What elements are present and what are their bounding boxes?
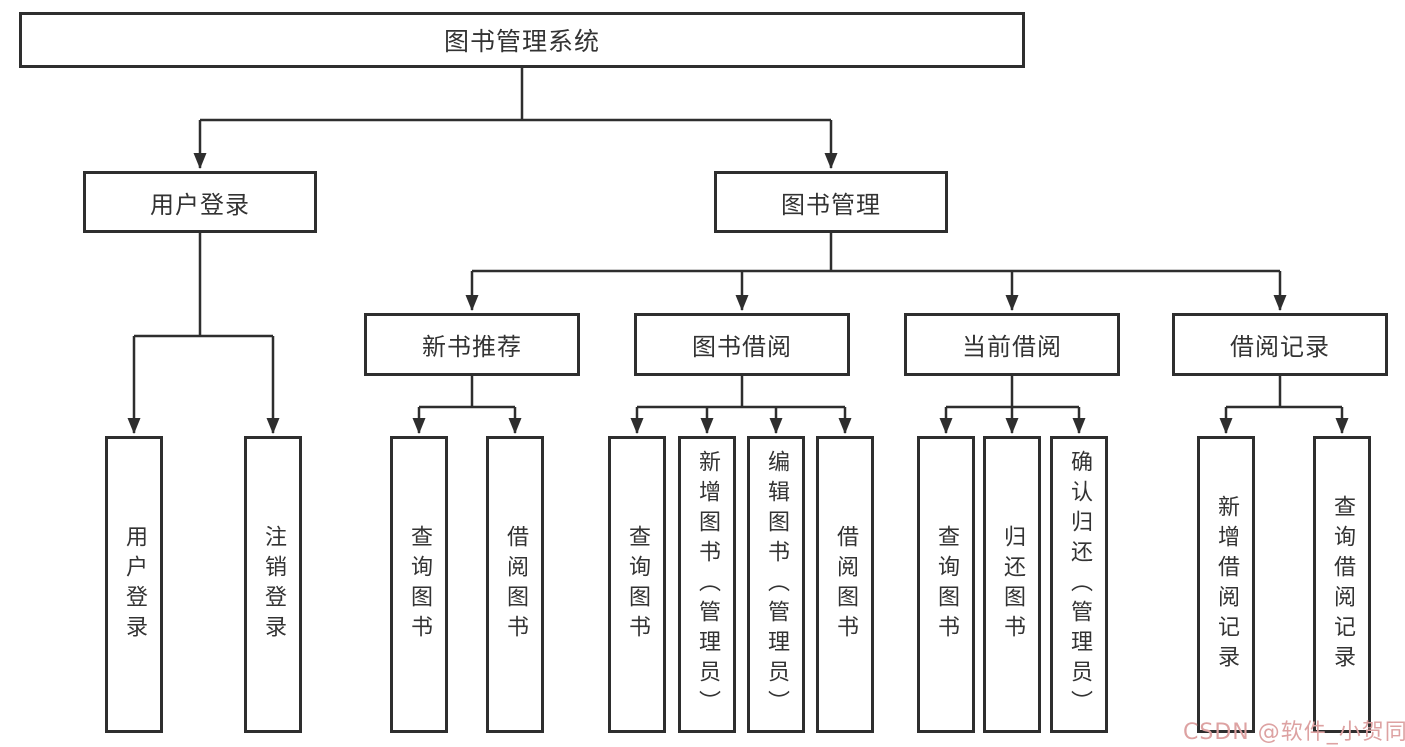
leaf-add-borrow-record: 新增借阅记录	[1197, 436, 1255, 733]
leaf-confirm-return-admin-label: 确认归还（管理员）	[1067, 449, 1092, 720]
leaf-borrow-books-recommend: 借阅图书	[486, 436, 544, 733]
node-book-management: 图书管理	[714, 171, 948, 233]
leaf-query-books-borrow-label: 查询图书	[625, 524, 650, 645]
leaf-logout-label: 注销登录	[261, 524, 286, 645]
leaf-user-login-label: 用户登录	[122, 524, 147, 645]
leaf-query-books-recommend-label: 查询图书	[407, 524, 432, 645]
leaf-confirm-return-admin: 确认归还（管理员）	[1050, 436, 1108, 733]
leaf-query-books-current: 查询图书	[917, 436, 975, 733]
leaf-borrow-books-label: 借阅图书	[833, 524, 858, 645]
leaf-query-books-recommend: 查询图书	[390, 436, 448, 733]
leaf-add-borrow-record-label: 新增借阅记录	[1214, 494, 1239, 675]
leaf-query-borrow-record-label: 查询借阅记录	[1330, 494, 1355, 675]
leaf-borrow-books-recommend-label: 借阅图书	[503, 524, 528, 645]
node-user-login: 用户登录	[83, 171, 317, 233]
leaf-query-borrow-record: 查询借阅记录	[1313, 436, 1371, 733]
leaf-query-books-current-label: 查询图书	[934, 524, 959, 645]
leaf-user-login: 用户登录	[105, 436, 163, 733]
leaf-logout: 注销登录	[244, 436, 302, 733]
leaf-edit-book-admin: 编辑图书（管理员）	[747, 436, 805, 733]
node-borrowing-records: 借阅记录	[1172, 313, 1388, 376]
watermark: CSDN @软件_小贺同学	[1183, 720, 1405, 745]
leaf-return-book: 归还图书	[983, 436, 1041, 733]
node-book-borrowing: 图书借阅	[634, 313, 850, 376]
leaf-add-book-admin: 新增图书（管理员）	[678, 436, 736, 733]
node-current-borrowing: 当前借阅	[904, 313, 1120, 376]
leaf-query-books-borrow: 查询图书	[608, 436, 666, 733]
leaf-return-book-label: 归还图书	[1000, 524, 1025, 645]
leaf-add-book-admin-label: 新增图书（管理员）	[695, 449, 720, 720]
node-library-system: 图书管理系统	[19, 12, 1025, 68]
leaf-edit-book-admin-label: 编辑图书（管理员）	[764, 449, 789, 720]
leaf-borrow-books: 借阅图书	[816, 436, 874, 733]
node-new-book-recommend: 新书推荐	[364, 313, 580, 376]
